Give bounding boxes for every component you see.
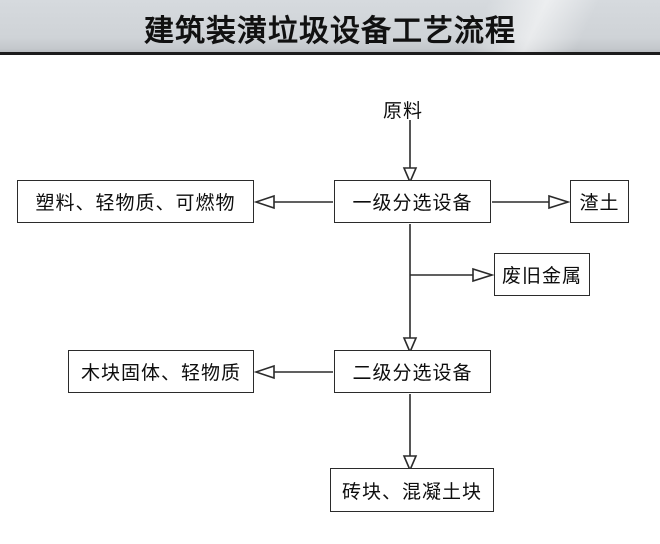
arrowhead-down-secondary [402,337,418,355]
flowchart-connectors [253,120,571,473]
node-light-waste: 塑料、轻物质、可燃物 [17,180,254,223]
node-primary-sorter: 一级分选设备 [334,180,491,223]
arrowhead-right-slagsoil [548,194,571,210]
node-scrap-metal: 废旧金属 [494,253,590,296]
node-slag-soil: 渣土 [570,180,629,223]
page-title: 建筑装潢垃圾设备工艺流程 [144,13,516,49]
arrowhead-down-brickconcrete [402,455,418,473]
node-secondary-sorter: 二级分选设备 [334,350,491,393]
node-wood-solids: 木块固体、轻物质 [68,350,254,393]
arrowhead-left-lightwaste [253,194,275,210]
arrowhead-right-scrapmetal [472,267,495,283]
node-brick-concrete: 砖块、混凝土块 [330,468,494,512]
node-raw-material: 原料 [383,100,424,122]
flowchart-canvas: 原料 塑料、轻物质、可燃物 一级分选设备 渣土 废旧金属 木块固体、轻物质 二级… [0,58,660,544]
arrowhead-left-woodsolids [253,364,275,380]
arrowhead-down-primary [402,167,418,185]
